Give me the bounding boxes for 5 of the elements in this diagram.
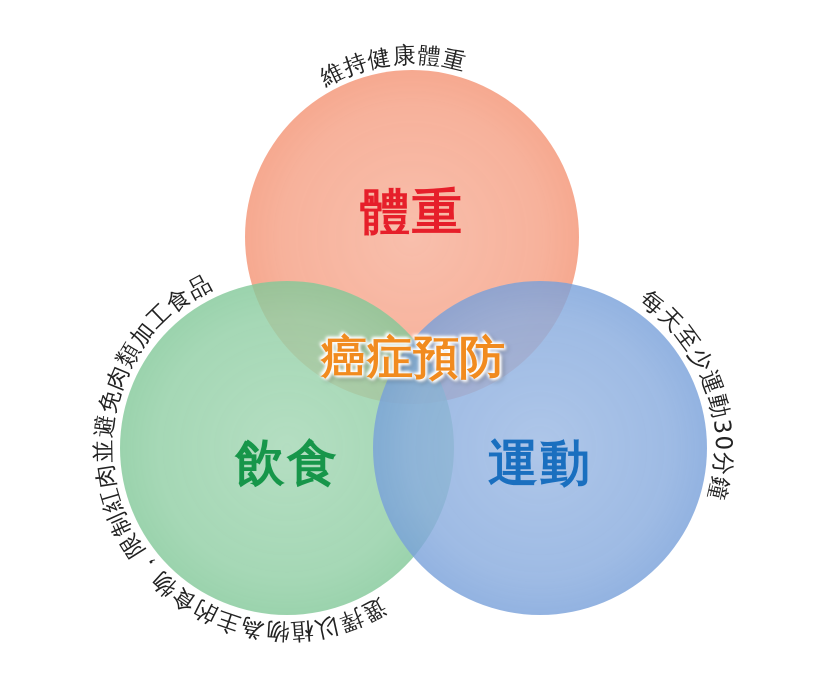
circle-label: 體重 — [360, 182, 464, 242]
curved-caption: 維持健康體重 — [316, 42, 469, 92]
circle-label: 運動 — [488, 432, 592, 494]
center-title: 癌症預防 — [321, 329, 505, 386]
curved-caption: 每天至少運動30分鐘 — [634, 286, 736, 504]
